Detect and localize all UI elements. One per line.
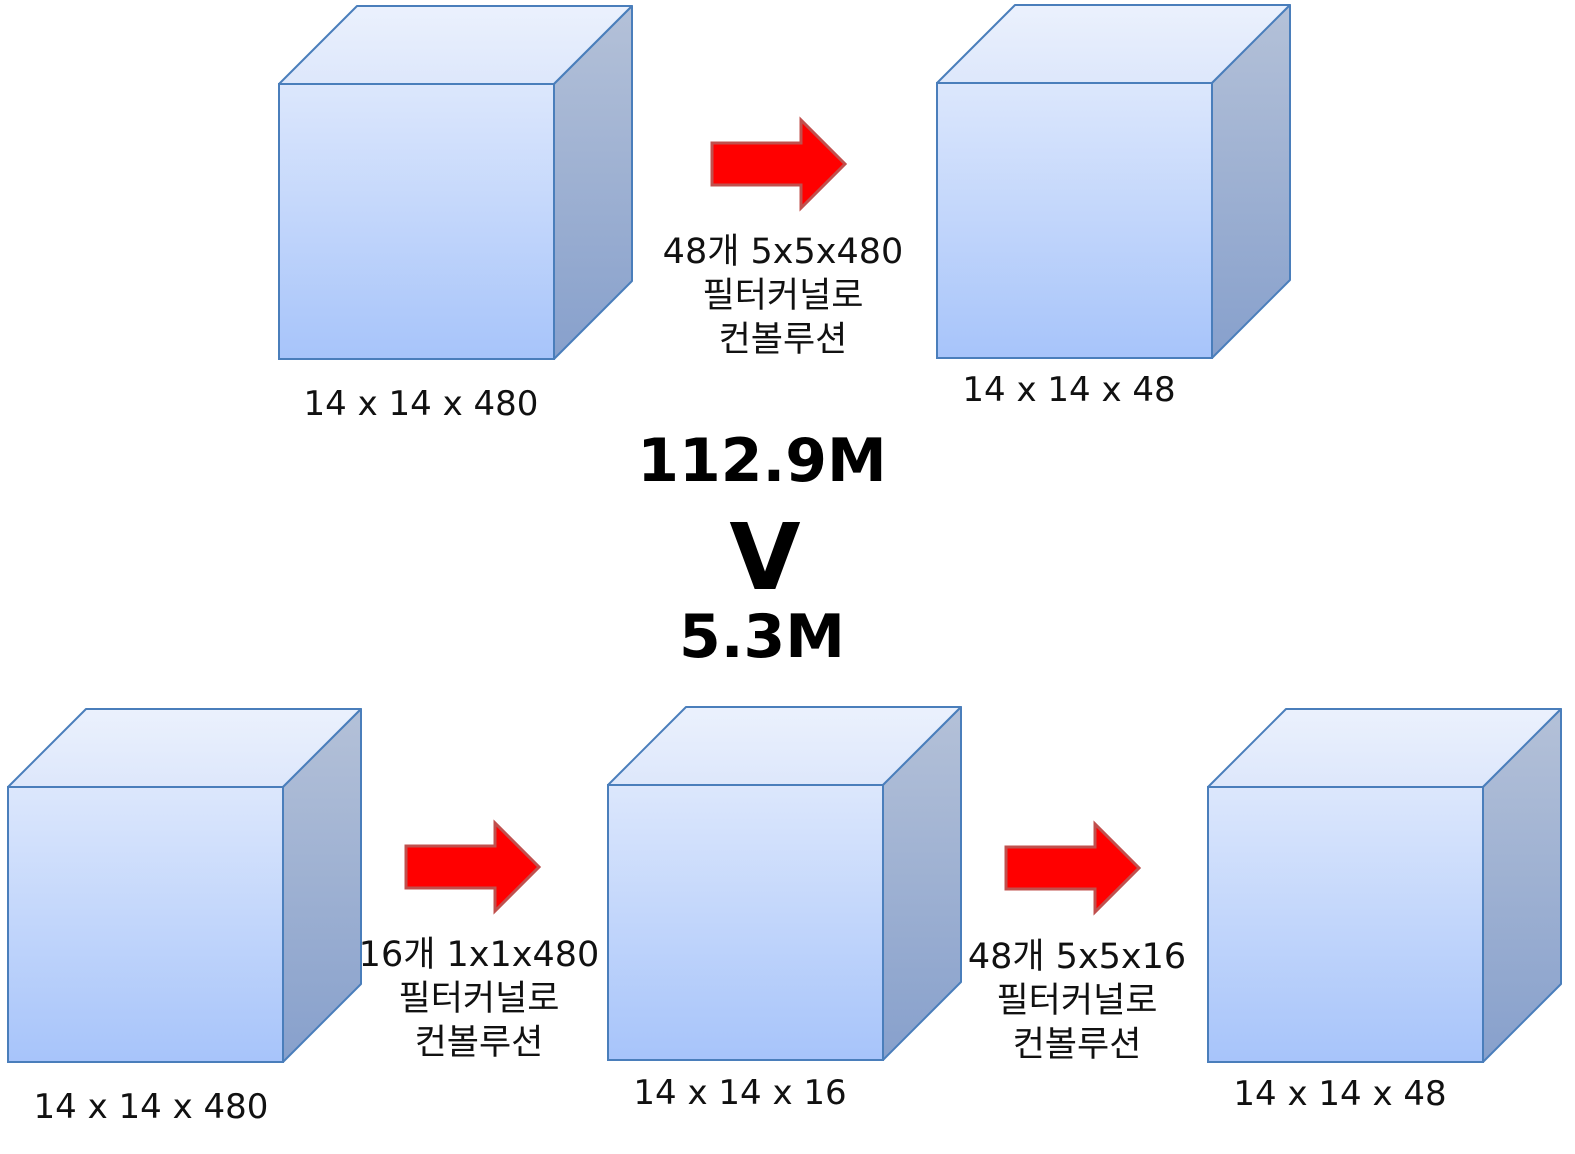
bottom-arrow-2 (1004, 820, 1142, 916)
cost-bottom-label: 5.3M (679, 602, 845, 672)
bottom-middle-cube (607, 706, 962, 1061)
bottom-middle-dims-label: 14 x 14 x 16 (633, 1073, 847, 1113)
top-output-cube-front-face (936, 82, 1213, 359)
bottom-operation-1-filter: 16개 1x1x480 (358, 935, 600, 975)
bottom-operation-2-filter: 48개 5x5x16 (967, 937, 1187, 977)
top-input-cube (278, 5, 633, 360)
top-output-cube (936, 4, 1291, 359)
bottom-input-cube-front-face (7, 786, 284, 1063)
cost-top-label: 112.9M (637, 426, 887, 496)
top-input-cube-front-face (278, 83, 555, 360)
bottom-output-cube-front-face (1207, 786, 1484, 1063)
top-operation-label: 48개 5x5x480 필터커널로 컨볼루션 (663, 230, 904, 362)
tensor-cubes (7, 4, 1562, 1063)
bottom-input-dims-label: 14 x 14 x 480 (33, 1087, 269, 1127)
bottom-input-cube (7, 708, 362, 1063)
top-operation-line2: 필터커널로 (702, 276, 864, 316)
bottom-output-cube (1207, 708, 1562, 1063)
comparison-symbol: V (729, 504, 801, 611)
bottom-operation-2-line2: 필터커널로 (996, 981, 1158, 1021)
top-input-dims-label: 14 x 14 x 480 (303, 384, 539, 424)
arrows (404, 116, 1142, 916)
top-operation-filter: 48개 5x5x480 (662, 232, 904, 272)
bottom-arrow-1 (404, 819, 542, 915)
bottom-operation-1-line2: 필터커널로 (398, 979, 560, 1019)
bottom-operation-2-label: 48개 5x5x16 필터커널로 컨볼루션 (968, 935, 1186, 1067)
top-arrow (710, 116, 848, 212)
top-operation-line3: 컨볼루션 (718, 320, 848, 360)
bottom-operation-1-line3: 컨볼루션 (414, 1023, 544, 1063)
bottom-middle-cube-front-face (607, 784, 884, 1061)
top-output-dims-label: 14 x 14 x 48 (962, 370, 1176, 410)
bottom-output-dims-label: 14 x 14 x 48 (1233, 1074, 1447, 1114)
bottom-operation-2-line3: 컨볼루션 (1012, 1025, 1142, 1065)
bottom-operation-1-label: 16개 1x1x480 필터커널로 컨볼루션 (359, 933, 600, 1065)
